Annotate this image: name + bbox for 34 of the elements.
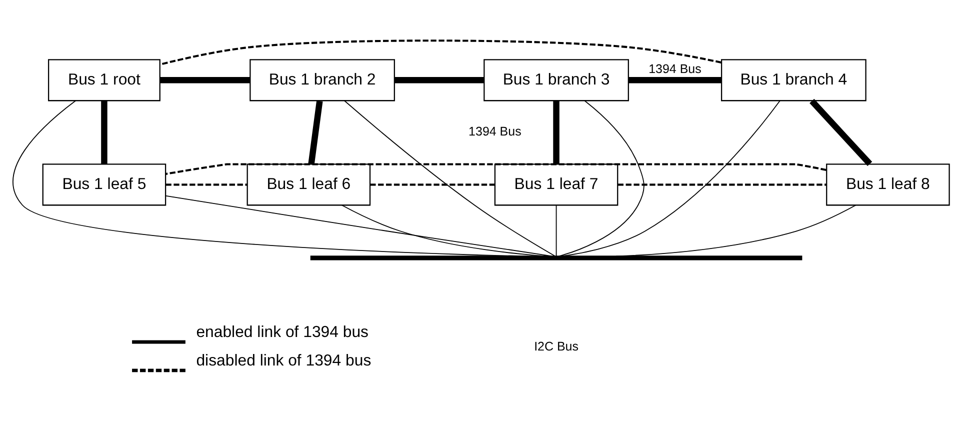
connector	[370, 184, 495, 186]
node-box: Bus 1 leaf 5	[42, 164, 166, 206]
node-box: Bus 1 leaf 7	[494, 164, 618, 206]
connector	[810, 98, 872, 166]
node-box: Bus 1 leaf 8	[826, 164, 950, 206]
connector	[341, 204, 548, 257]
connector	[101, 101, 108, 164]
legend-label: disabled link of 1394 bus	[196, 352, 372, 370]
connector	[628, 77, 722, 84]
connector	[308, 100, 323, 164]
node-box: Bus 1 root	[48, 59, 160, 102]
connector	[618, 184, 826, 186]
node-box: Bus 1 branch 3	[484, 59, 629, 102]
node-box: Bus 1 branch 2	[250, 59, 395, 102]
label: I2C Bus	[534, 339, 578, 354]
connector	[344, 100, 556, 257]
connector	[558, 100, 644, 257]
connector	[553, 101, 560, 164]
edge-label: 1394 Bus	[468, 124, 522, 139]
node-box: Bus 1 leaf 6	[246, 164, 371, 206]
legend-label: enabled link of 1394 bus	[196, 324, 369, 342]
connector	[556, 204, 557, 256]
connector	[616, 204, 856, 257]
connector	[166, 184, 248, 186]
connector	[12, 100, 528, 257]
connector	[165, 195, 553, 257]
connector	[394, 77, 484, 84]
node-box: Bus 1 branch 4	[720, 59, 866, 102]
connector	[160, 77, 250, 84]
connector	[165, 163, 826, 175]
edge-label: 1394 Bus	[648, 62, 702, 76]
node-bar	[310, 256, 802, 260]
connector	[560, 100, 780, 257]
connector	[160, 40, 722, 66]
